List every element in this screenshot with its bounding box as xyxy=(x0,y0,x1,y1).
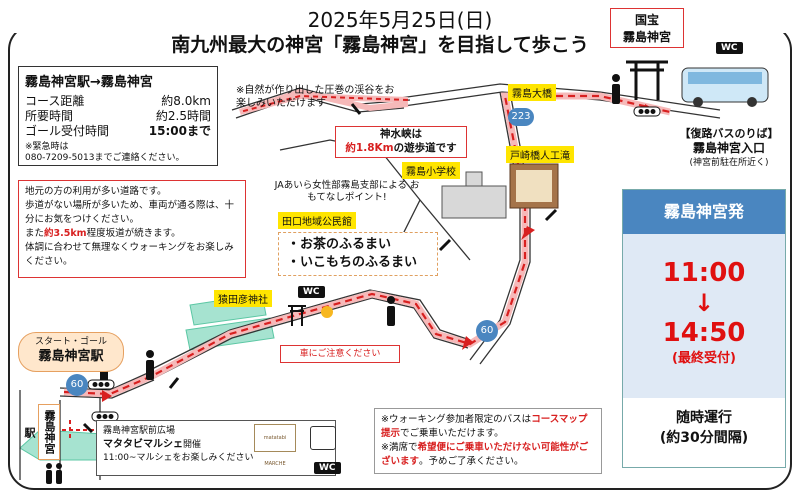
marche-place: 霧島神宮駅前広場 xyxy=(103,426,176,436)
marche-open: 開催 xyxy=(183,440,202,450)
shrine-label: 国宝 霧島神宮 xyxy=(610,8,684,48)
gorge-note: ※自然が作り出した圧巻の渓谷をお楽しみいただけます xyxy=(236,85,395,109)
hospitality-box: ・お茶のふるまい ・いこもちのふるまい xyxy=(278,232,438,276)
station-sign: 霧島神宮駅 xyxy=(23,404,60,460)
timetable-frequency: 随時運行 (約30分間隔) xyxy=(623,398,785,448)
waterfall-label: 戸崎橋人工滝 xyxy=(506,146,574,163)
arrow-icon xyxy=(102,390,112,402)
bus-timetable: 霧島神宮発 11:00 ↓ 14:50 (最終受付) 随時運行 (約30分間隔) xyxy=(622,189,786,468)
wc-badge: WC xyxy=(716,42,743,54)
route-223-badge: 223 xyxy=(508,108,534,126)
wc-badge: WC xyxy=(298,286,325,298)
start-station-name: 霧島神宮駅 xyxy=(38,349,104,364)
start-goal-sub: スタート・ゴール xyxy=(34,337,107,347)
bus-icon xyxy=(681,67,769,107)
bus-stop-title: 【復路バスのりば】 xyxy=(679,127,779,140)
route-60-badge: 60 xyxy=(66,374,88,396)
route-line xyxy=(63,94,671,396)
marche-logo: matatabi MARCHE xyxy=(254,424,296,467)
return-bus-stop: 【復路バスのりば】 霧島神宮入口 (神宮前駐在所近く) xyxy=(664,126,794,171)
warning-line: 体調に合わせて無理なくウォーキングをお楽しみください。 xyxy=(25,242,234,267)
course-info-box: 霧島神宮駅→霧島神宮 コース距離 約8.0km 所要時間 約2.5時間 ゴール受付時… xyxy=(18,66,218,166)
gorge-trail xyxy=(239,94,409,113)
school-icon xyxy=(441,171,507,219)
course-route: 霧島神宮駅→霧島神宮 xyxy=(25,75,153,90)
last-departure: 14:50 xyxy=(662,318,746,348)
arrow-icon xyxy=(462,336,473,350)
shrine-label-line: 国宝 xyxy=(634,13,659,27)
arrow-icon xyxy=(521,226,535,240)
route-60-badge: 60 xyxy=(476,320,498,342)
road xyxy=(149,289,471,371)
shinsui-line: 神水峡は xyxy=(380,128,422,140)
road xyxy=(59,379,155,399)
page-title: 南九州最大の神宮「霧島神宮」を目指して歩こう xyxy=(171,34,589,56)
timetable-header: 霧島神宮発 xyxy=(623,190,785,234)
emergency-note: ※緊急時は xyxy=(25,142,69,152)
bus-stop-name: 霧島神宮入口 xyxy=(692,141,765,155)
seat-warning: 希望便にご乗車いただけない可能性がございます xyxy=(381,442,589,467)
marche-time: 11:00~マルシェをお楽しみください xyxy=(103,453,254,463)
shrine-marker xyxy=(321,306,333,318)
ja-hospitality-note: JAあいら女性部霧島支部による おもてなしポイント! xyxy=(274,180,420,203)
timetable-times: 11:00 ↓ 14:50 (最終受付) xyxy=(623,234,785,398)
bus-stop-sub: (神宮前駐在所近く) xyxy=(689,158,769,168)
torii-icon xyxy=(626,60,668,100)
warning-text: 程度坂道が続きます。 xyxy=(86,228,181,239)
warning-line: 歩道がない場所が多いため、車両が通る際は、十分にお気をつけください。 xyxy=(25,200,235,225)
wc-badge: WC xyxy=(314,462,341,474)
map-presentation: コースマップ提示 xyxy=(381,414,588,439)
warning-line: また約3.5km程度坂道が続きます。 xyxy=(25,227,239,241)
distance-value: 約8.0km xyxy=(161,94,211,108)
mochi-item: ・いこもちのふるまい xyxy=(287,255,418,270)
start-goal-bubble: スタート・ゴール 霧島神宮駅 xyxy=(18,332,124,372)
hall-label: 田口地域公民館 xyxy=(278,212,356,229)
final-reception: (最終受付) xyxy=(672,351,736,366)
frequency-line: (約30分間隔) xyxy=(659,430,749,446)
slope-distance: 約3.5km xyxy=(44,228,87,239)
shinsui-line: の遊歩道です xyxy=(393,142,457,154)
torii-icon xyxy=(288,305,306,326)
shinsui-gorge-note: 神水峡は 約1.8Kmの遊歩道です xyxy=(335,126,467,158)
frequency-line: 随時運行 xyxy=(676,410,732,426)
bus-note-line: ※満席で希望便にご乗車いただけない可能性がございます。予めご了承ください。 xyxy=(381,442,589,467)
kirishima-bridge-label: 霧島大橋 xyxy=(508,84,556,101)
emergency-phone: 080-7209-5013までご連絡ください。 xyxy=(25,153,185,163)
down-arrow-icon: ↓ xyxy=(693,289,715,317)
saruta-shrine-label: 猿田彦神社 xyxy=(214,290,272,307)
station-route xyxy=(62,420,100,440)
marche-name: マタタビマルシェ xyxy=(103,439,183,450)
bus-note-line: ※ウォーキング参加者限定のバスはコースマップ提示でご乗車いただけます。 xyxy=(381,414,588,439)
time-label: 所要時間 xyxy=(25,109,74,123)
time-value: 約2.5時間 xyxy=(155,109,211,123)
toilet-icon xyxy=(310,426,336,450)
goal-value: 15:00まで xyxy=(148,124,211,138)
goal-label: ゴール受付時間 xyxy=(25,124,110,138)
waterfall-sign-icon xyxy=(509,163,559,209)
traffic-light-icon xyxy=(87,106,661,422)
tea-item: ・お茶のふるまい xyxy=(287,237,392,252)
distance-label: コース距離 xyxy=(25,94,85,108)
walking-route xyxy=(62,88,671,440)
warning-text: また xyxy=(25,228,45,239)
road-warning-box: 地元の方の利用が多い道路です。 歩道がない場所が多いため、車両が通る際は、十分に… xyxy=(18,180,246,278)
marche-box: 霧島神宮駅前広場 マタタビマルシェ開催 11:00~マルシェをお楽しみください xyxy=(96,420,336,476)
car-caution-note: 車にご注意ください xyxy=(280,345,400,363)
school-label: 霧島小学校 xyxy=(402,162,460,179)
shinsui-distance: 約1.8Km xyxy=(345,142,394,154)
first-departure: 11:00 xyxy=(662,258,746,288)
road xyxy=(153,297,469,379)
shrine-label-line: 霧島神宮 xyxy=(622,30,671,44)
bus-note-box: ※ウォーキング参加者限定のバスはコースマップ提示でご乗車いただけます。 ※満席で… xyxy=(374,408,602,474)
warning-line: 地元の方の利用が多い道路です。 xyxy=(25,186,167,197)
